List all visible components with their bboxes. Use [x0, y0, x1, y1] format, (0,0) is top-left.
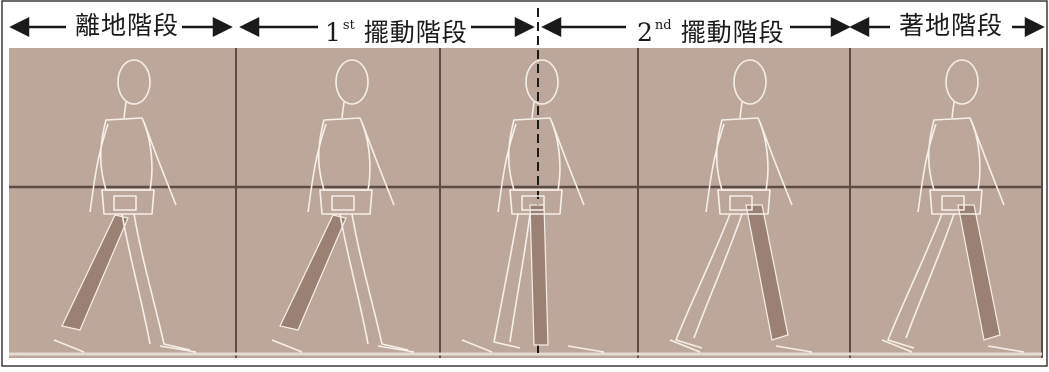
figure-feet: [53, 339, 197, 353]
figure-pelvis: [929, 189, 983, 215]
shaded-leg: [957, 204, 1001, 341]
phase-label-text: 擺動階段: [363, 18, 468, 47]
figure-arms: [89, 121, 177, 213]
shaded-leg: [745, 204, 789, 341]
figure-head: [335, 59, 369, 105]
figure-panel: [9, 48, 1042, 358]
figure-arms: [497, 121, 585, 213]
figure-feet: [271, 339, 415, 353]
phase-arrow-4: [849, 16, 1045, 38]
figure-near-leg: [675, 213, 743, 349]
phase-arrow-2: [239, 16, 535, 38]
right-arrow-icon: [830, 16, 851, 38]
left-arrow-icon: [849, 16, 870, 38]
walking-figure-icon: [271, 59, 415, 353]
figure-near-leg: [339, 213, 409, 351]
walking-figures: [53, 59, 1025, 353]
phase-ordinal-suffix: st: [342, 18, 355, 33]
walking-figure-icon: [461, 59, 605, 353]
figure-head: [117, 59, 151, 105]
figure-pelvis: [319, 189, 373, 215]
shaded-leg: [279, 214, 347, 331]
phase-ordinal-number: 2: [637, 18, 654, 47]
figure-pelvis: [509, 189, 563, 215]
phase-label-toe-off: 離地階段: [72, 6, 183, 46]
left-arrow-icon: [9, 16, 30, 38]
right-arrow-icon: [1024, 16, 1045, 38]
right-arrow-icon: [212, 16, 233, 38]
figure-feet: [461, 339, 605, 353]
phase-arrow-3: [541, 16, 851, 38]
figure-pelvis: [101, 189, 155, 215]
walking-figure-icon: [53, 59, 197, 353]
walking-figure-icon: [669, 59, 813, 353]
figure-pelvis: [717, 189, 771, 215]
phase-arrow-1: [9, 16, 233, 38]
figure-head: [945, 59, 979, 105]
left-arrow-icon: [239, 16, 260, 38]
figure-arms: [917, 121, 1005, 213]
phase-label-swing-1: 1st 擺動階段: [322, 6, 471, 47]
shaded-leg: [529, 204, 549, 346]
figure-arms: [705, 121, 793, 213]
phase-label-text: 擺動階段: [680, 18, 785, 47]
phase-label-swing-2: 2nd 擺動階段: [634, 6, 788, 47]
figure-head: [525, 59, 559, 105]
figure-near-leg: [887, 213, 955, 349]
walking-figure-icon: [881, 59, 1025, 353]
phase-label-text: 著地階段: [899, 11, 1004, 40]
figure-near-leg: [121, 213, 191, 351]
right-arrow-icon: [514, 16, 535, 38]
left-arrow-icon: [541, 16, 562, 38]
figure-near-leg: [493, 213, 531, 349]
figure-feet: [669, 339, 813, 353]
phase-label-heel-strike: 著地階段: [896, 6, 1007, 46]
phase-label-text: 離地階段: [75, 11, 180, 40]
figure-arms: [307, 121, 395, 213]
phase-ordinal-suffix: nd: [654, 18, 672, 33]
figure-head: [733, 59, 767, 105]
figure-feet: [881, 339, 1025, 353]
shaded-leg: [61, 214, 129, 331]
phase-ordinal-number: 1: [325, 18, 342, 47]
